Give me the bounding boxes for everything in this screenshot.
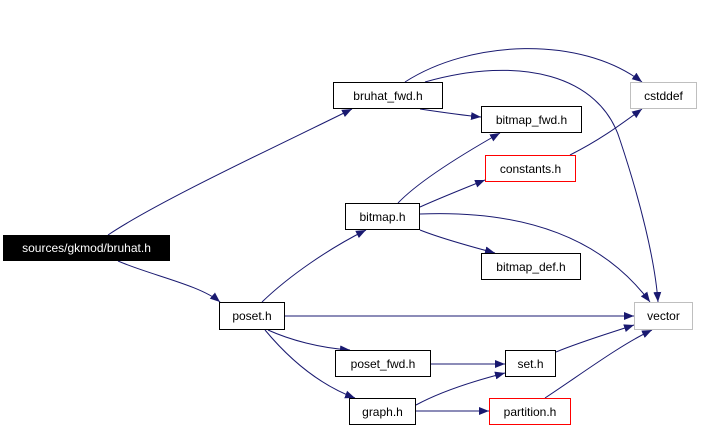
edge-bruhat-to-bruhat_fwd [107, 108, 353, 236]
node-bitmap-def-h[interactable]: bitmap_def.h [481, 253, 581, 280]
edge-bruhat_fwd-to-cstddef [404, 48, 643, 83]
edge-bitmap-to-vector [419, 213, 651, 303]
node-constants-h[interactable]: constants.h [485, 155, 576, 182]
edge-poset-to-poset_fwd [267, 329, 351, 354]
node-poset-fwd-h[interactable]: poset_fwd.h [335, 350, 431, 377]
node-graph-h[interactable]: graph.h [349, 398, 416, 425]
edge-bruhat_fwd-to-vector [424, 69, 662, 303]
node-poset-h[interactable]: poset.h [219, 302, 285, 330]
edge-bitmap-to-constants [419, 179, 486, 208]
edge-bruhat-to-poset [117, 260, 221, 303]
node-bitmap-h[interactable]: bitmap.h [345, 203, 420, 230]
node-bitmap-fwd-h[interactable]: bitmap_fwd.h [481, 106, 582, 133]
edge-bitmap-to-bitmap_def [419, 229, 496, 255]
edge-constants-to-cstddef [569, 108, 643, 156]
node-cstddef[interactable]: cstddef [630, 82, 697, 109]
node-bruhat-fwd-h[interactable]: bruhat_fwd.h [333, 82, 443, 109]
edge-poset-to-graph [264, 329, 356, 399]
node-partition-h[interactable]: partition.h [489, 398, 571, 425]
edge-poset-to-bitmap [261, 229, 367, 303]
edge-partition-to-vector [544, 329, 653, 399]
node-bruhat-h[interactable]: sources/gkmod/bruhat.h [3, 235, 170, 261]
node-set-h[interactable]: set.h [505, 350, 556, 377]
edge-set-to-vector [555, 324, 635, 353]
node-vector[interactable]: vector [634, 302, 693, 330]
edge-bruhat_fwd-to-bitmap_fwd [419, 108, 482, 121]
edge-graph-to-set [415, 371, 506, 406]
edge-bitmap-to-bitmap_fwd [397, 132, 501, 204]
